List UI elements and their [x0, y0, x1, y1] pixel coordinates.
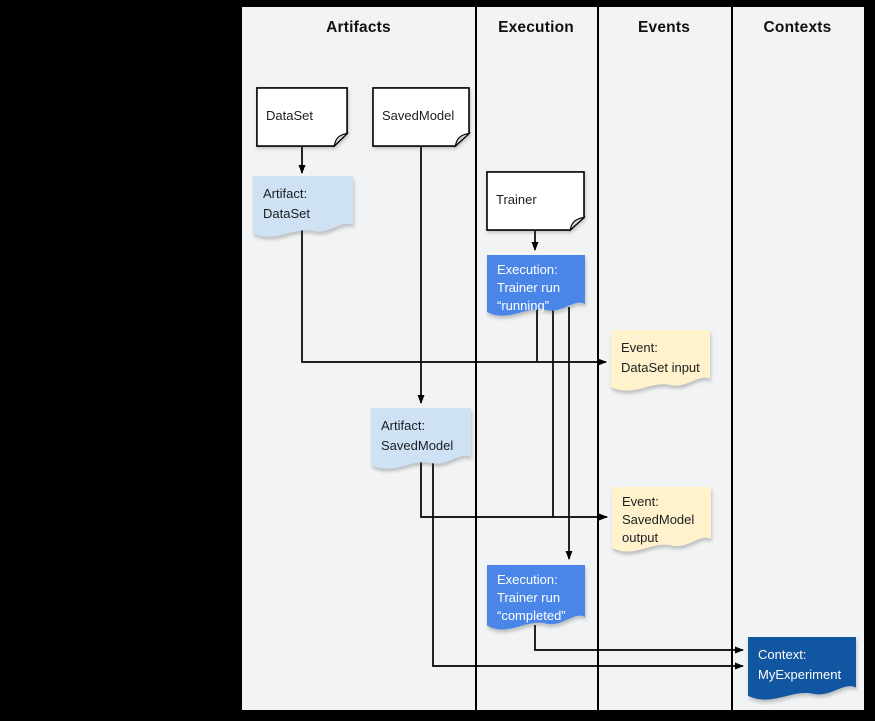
document-shape	[256, 87, 348, 147]
node-label-line: Event:	[621, 340, 658, 355]
node-label-line: Trainer run	[497, 590, 561, 605]
column-divider-1	[475, 7, 477, 710]
node-label-line: “completed”	[497, 608, 566, 623]
node-label-line: Trainer run	[497, 280, 561, 295]
document-shape	[486, 171, 585, 231]
wave-document-shape	[748, 637, 856, 700]
artifact-dataset-node: Artifact: DataSet	[253, 176, 353, 240]
wave-document-shape	[612, 487, 711, 552]
execution-running-node: Execution: Trainer run “running”	[487, 255, 585, 319]
lineage-diagram: Artifacts Execution Events Contexts	[242, 7, 864, 710]
node-label-line: Artifact:	[381, 418, 426, 433]
wave-document-shape	[487, 255, 585, 316]
node-label: Trainer	[496, 192, 537, 207]
dataset-type-node: DataSet	[256, 87, 348, 147]
folded-corner-icon	[334, 133, 347, 146]
folded-corner-icon	[570, 217, 584, 230]
context-myexperiment-node: Context: MyExperiment	[748, 637, 856, 703]
node-label: SavedModel	[382, 108, 455, 123]
artifact-savedmodel-node: Artifact: SavedModel	[371, 408, 471, 472]
document-shape	[372, 87, 470, 147]
node-label-line: SavedModel	[622, 512, 695, 527]
node-label-line: Execution:	[497, 572, 558, 587]
wave-document-shape	[611, 330, 710, 391]
node-label-line: MyExperiment	[758, 666, 842, 682]
node-label: DataSet	[266, 108, 313, 123]
column-header-contexts: Contexts	[763, 19, 832, 36]
node-label-line: Execution:	[497, 262, 558, 277]
node-label-line: Event:	[622, 494, 659, 509]
folded-corner-icon	[455, 133, 469, 146]
trainer-type-node: Trainer	[486, 171, 585, 231]
node-label-line: “running”	[497, 298, 550, 313]
node-label-line: DataSet	[263, 205, 310, 221]
node-label-line: SavedModel	[381, 437, 454, 453]
node-label-line: Artifact:	[263, 186, 308, 201]
column-header-execution: Execution	[498, 19, 574, 36]
node-label-line: DataSet input	[621, 359, 700, 375]
wave-document-shape	[253, 176, 353, 237]
event-dataset-input-node: Event: DataSet input	[611, 330, 710, 394]
savedmodel-type-node: SavedModel	[372, 87, 470, 147]
column-divider-3	[731, 7, 733, 710]
wave-document-shape	[487, 565, 585, 630]
event-savedmodel-output-node: Event: SavedModel output	[612, 487, 711, 555]
column-header-artifacts: Artifacts	[326, 19, 391, 36]
wave-document-shape	[371, 408, 471, 469]
node-label-line: output	[622, 530, 659, 545]
execution-completed-node: Execution: Trainer run “completed”	[487, 565, 585, 633]
column-divider-2	[597, 7, 599, 710]
column-header-events: Events	[637, 19, 691, 36]
node-label-line: Context:	[758, 647, 807, 662]
